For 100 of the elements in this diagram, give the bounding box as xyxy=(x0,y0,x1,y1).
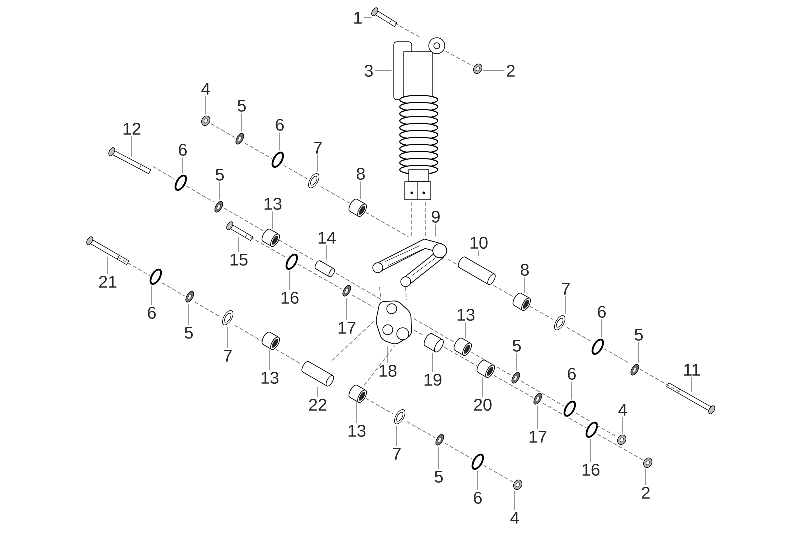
assembly-line xyxy=(336,273,382,300)
assembly-line xyxy=(194,302,222,318)
washer xyxy=(342,285,352,297)
assembly-line xyxy=(379,286,382,300)
washer xyxy=(436,434,444,446)
assembly-line xyxy=(604,348,630,364)
flat-washer xyxy=(308,173,320,188)
assembly-line xyxy=(414,330,424,336)
callout-number: 17 xyxy=(530,431,547,443)
callout-number: 5 xyxy=(184,327,194,339)
assembly-line xyxy=(276,349,302,364)
callout-number: 13 xyxy=(262,372,279,384)
assembly-line xyxy=(162,282,186,297)
linkage-drawing xyxy=(376,300,412,344)
assembly-line xyxy=(494,375,534,398)
assembly-line xyxy=(530,306,554,320)
callout-number: 4 xyxy=(202,83,210,95)
callout-number: 8 xyxy=(521,264,529,276)
assembly-line xyxy=(298,264,342,290)
callout-number: 20 xyxy=(474,398,492,412)
callout-number: 21 xyxy=(99,276,117,288)
washer xyxy=(630,364,640,376)
flat-washer xyxy=(222,310,234,326)
assembly-line xyxy=(234,325,264,342)
assembly-line xyxy=(446,51,474,67)
callout-number: 6 xyxy=(598,306,606,318)
callout-number: 2 xyxy=(507,65,515,77)
callout-number: 3 xyxy=(364,64,373,78)
assembly-line xyxy=(210,124,236,138)
washer xyxy=(512,372,520,384)
assembly-line xyxy=(520,380,564,407)
callout-number: 11 xyxy=(684,364,700,376)
assembly-line xyxy=(406,422,436,438)
leader-line xyxy=(346,298,348,321)
callout-number: 13 xyxy=(348,424,366,438)
bushing xyxy=(348,198,368,218)
assembly-line xyxy=(284,165,308,180)
bolt xyxy=(666,382,716,414)
callout-number: 12 xyxy=(124,123,141,135)
callout-number: 17 xyxy=(338,322,356,334)
assembly-line xyxy=(394,23,422,38)
callout-number: 7 xyxy=(314,142,322,154)
callout-number: 4 xyxy=(618,404,628,416)
assembly-line xyxy=(250,237,286,258)
callout-number: 5 xyxy=(238,100,246,112)
leader-line xyxy=(482,377,484,398)
callout-number: 6 xyxy=(148,306,156,320)
callout-number: 16 xyxy=(282,292,299,304)
nut xyxy=(513,480,523,490)
assembly-line xyxy=(366,212,410,238)
nut xyxy=(617,434,627,446)
callout-number: 7 xyxy=(224,350,232,362)
leader-line xyxy=(326,245,328,260)
leader-line xyxy=(182,157,184,174)
seal-ring xyxy=(174,174,188,192)
leader-line xyxy=(396,426,398,447)
callout-number: 14 xyxy=(318,232,336,244)
seal-ring xyxy=(586,422,598,438)
flat-washer xyxy=(554,315,566,330)
assembly-line xyxy=(186,186,214,203)
assembly-line xyxy=(244,142,272,160)
washer xyxy=(214,201,224,213)
sleeve xyxy=(458,256,496,286)
assembly-line xyxy=(470,352,512,376)
bushing xyxy=(348,384,368,404)
assembly-line xyxy=(117,256,150,276)
shock-absorber-drawing xyxy=(394,38,446,200)
callout-number: 22 xyxy=(309,399,327,411)
leader-line xyxy=(188,304,190,326)
leader-line xyxy=(478,250,480,256)
assembly-line xyxy=(320,186,350,204)
callout-number: 2 xyxy=(642,487,650,499)
callout-number: 6 xyxy=(474,492,482,504)
sleeve xyxy=(424,333,444,353)
leader-line xyxy=(482,70,505,72)
leader-line xyxy=(375,70,392,72)
leader-line xyxy=(638,342,640,364)
callout-number: 7 xyxy=(562,283,570,295)
assembly-line xyxy=(332,321,374,362)
assembly-line xyxy=(444,347,478,367)
washer xyxy=(186,291,194,303)
bushing xyxy=(512,292,532,312)
callout-number: 18 xyxy=(380,364,397,378)
callout-number: 4 xyxy=(510,512,520,524)
callout-number: 5 xyxy=(216,169,224,181)
assembly-line xyxy=(364,346,396,386)
assembly-line xyxy=(493,285,514,298)
assembly-line xyxy=(484,465,514,482)
callout-number: 5 xyxy=(634,329,643,341)
flat-washer xyxy=(394,409,406,424)
leader-line xyxy=(590,438,592,463)
leader-line xyxy=(356,402,358,424)
sleeve xyxy=(314,260,336,278)
nut xyxy=(201,116,211,126)
callout-number: 16 xyxy=(582,464,600,476)
assembly-line xyxy=(352,294,374,308)
callout-number: 13 xyxy=(264,198,282,210)
assembly-line xyxy=(224,208,264,232)
callout-number: 13 xyxy=(458,308,475,322)
leader-line xyxy=(438,446,440,470)
